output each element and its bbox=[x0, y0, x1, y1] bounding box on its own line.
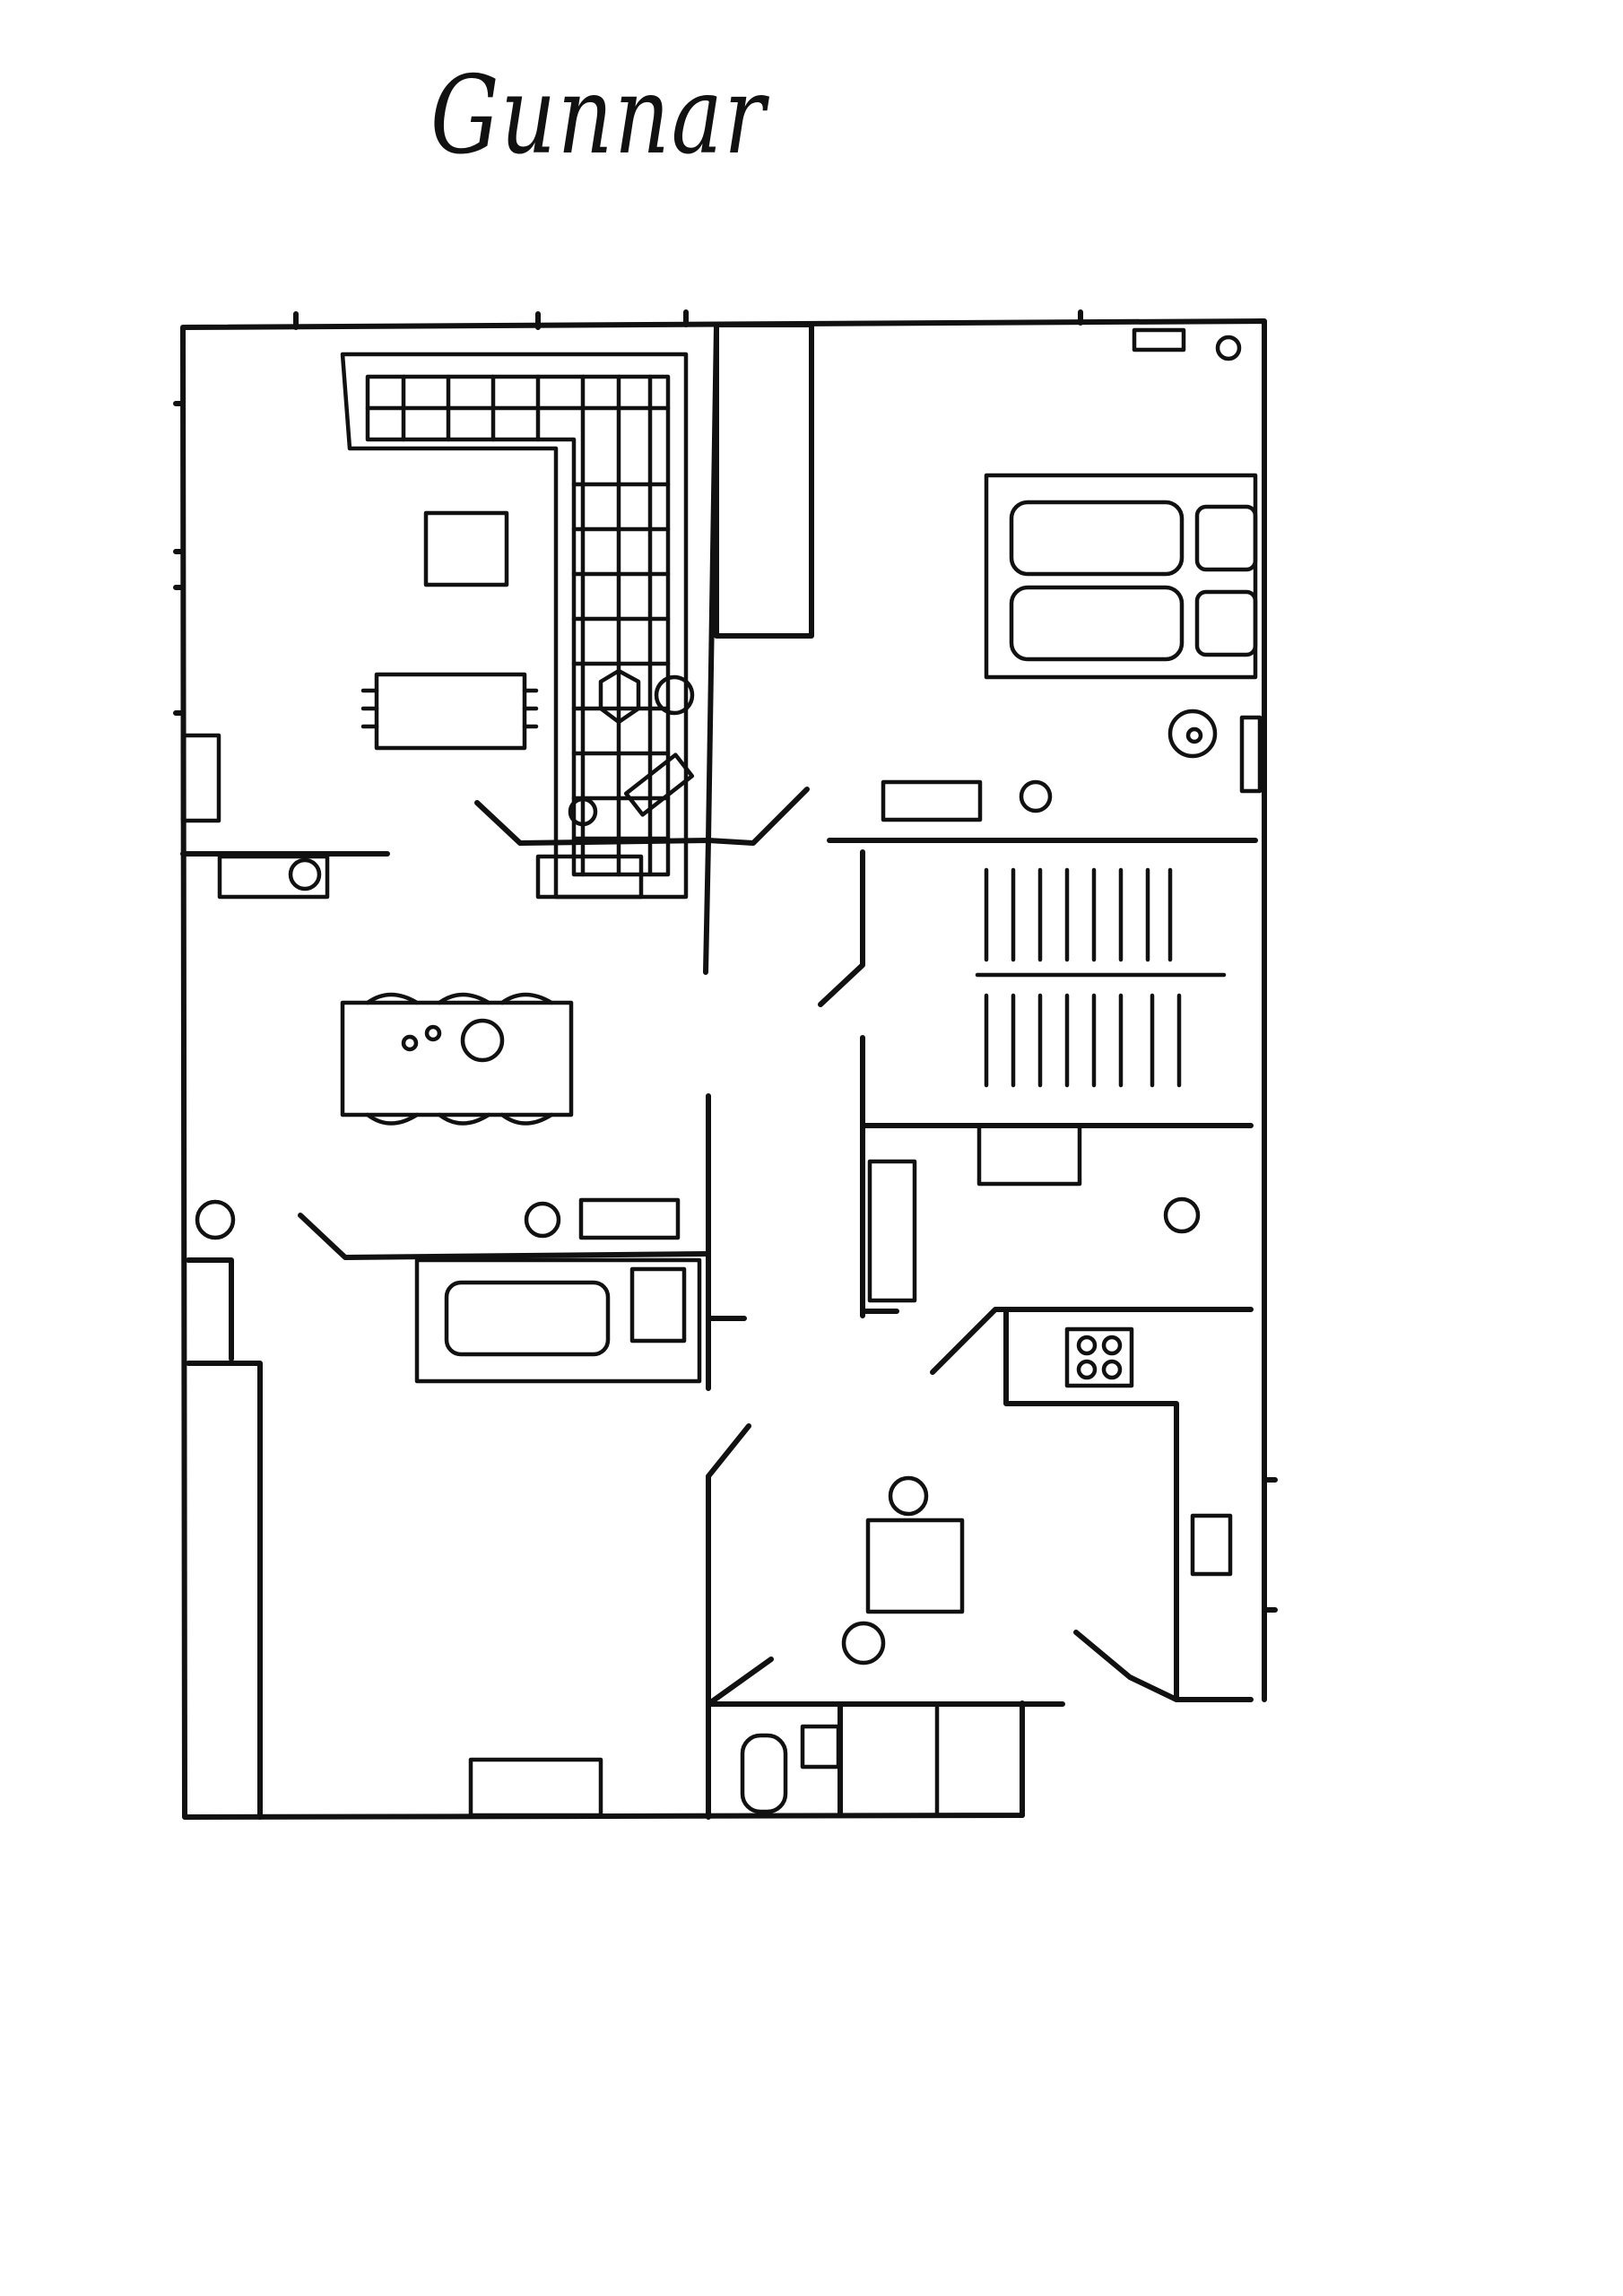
sink-bath bbox=[976, 1123, 1082, 1187]
kitchen-walls bbox=[930, 1307, 1254, 1702]
living-room-wall bbox=[180, 787, 810, 857]
walls bbox=[173, 309, 1278, 1820]
sideboard-mid bbox=[535, 854, 644, 900]
round-table-center bbox=[1185, 726, 1203, 744]
plant-icon bbox=[568, 796, 598, 827]
handwritten-title: Gunnar bbox=[430, 54, 767, 178]
cabinet-left bbox=[180, 733, 221, 823]
toilet-bath bbox=[740, 1733, 788, 1814]
bedside-right bbox=[1239, 715, 1263, 794]
plant-icon bbox=[195, 1199, 236, 1240]
desk bbox=[881, 779, 983, 822]
stove bbox=[1064, 1326, 1134, 1388]
plant-icon bbox=[288, 857, 322, 891]
chair bbox=[841, 1621, 886, 1665]
desk-lower bbox=[468, 1757, 603, 1818]
central-wall-lower bbox=[706, 1423, 751, 1820]
bed bbox=[984, 473, 1258, 680]
plant-icon bbox=[1019, 779, 1053, 813]
sofa-lower bbox=[414, 1257, 702, 1384]
low-cabinet bbox=[578, 1197, 681, 1240]
shower bbox=[800, 1724, 841, 1770]
kitchen-sink bbox=[1190, 1513, 1233, 1577]
rug-fringe bbox=[360, 688, 539, 729]
central-wall-middle bbox=[706, 1093, 747, 1391]
chair bbox=[888, 1475, 929, 1517]
outer-wall bbox=[180, 318, 1267, 1820]
sideboard-left bbox=[217, 854, 330, 900]
exterior-ticks bbox=[173, 309, 1278, 1613]
round-table bbox=[1167, 709, 1218, 759]
bathroom-walls bbox=[818, 849, 1254, 1318]
toilet bbox=[1163, 1196, 1201, 1234]
wardrobe-rails bbox=[975, 867, 1227, 1088]
rug bbox=[374, 672, 527, 751]
radiator-top bbox=[1132, 327, 1186, 352]
bench bbox=[623, 752, 695, 817]
wardrobe-corridor bbox=[714, 322, 814, 639]
kitchen-table bbox=[865, 1518, 965, 1614]
side-table-hexagon bbox=[598, 668, 641, 725]
left-closet bbox=[186, 1257, 263, 1820]
stool bbox=[654, 674, 695, 716]
bathtub bbox=[867, 1159, 917, 1303]
furniture bbox=[180, 327, 1263, 1818]
plant-icon bbox=[1215, 335, 1242, 361]
dining-table bbox=[340, 992, 574, 1126]
ottoman bbox=[423, 510, 509, 587]
dining-wall bbox=[298, 1213, 711, 1260]
corner-sofa bbox=[340, 352, 689, 900]
plant-icon bbox=[524, 1201, 561, 1239]
